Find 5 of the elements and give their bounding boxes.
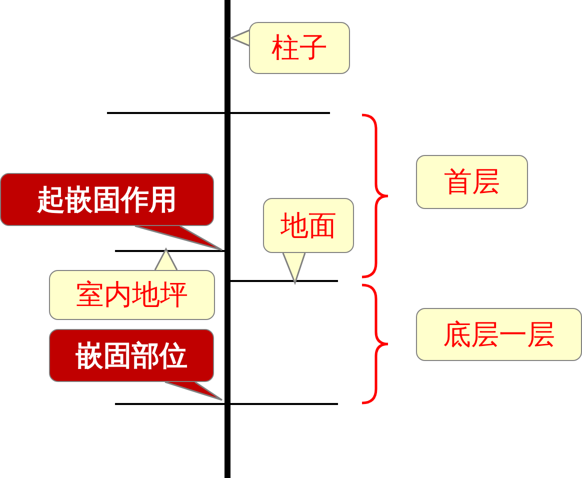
callout-box: 室内地坪 bbox=[49, 270, 215, 320]
callout-box: 柱子 bbox=[249, 22, 350, 74]
callout-box: 首层 bbox=[416, 155, 528, 209]
callout-box: 地面 bbox=[263, 198, 354, 253]
callout-box: 底层一层 bbox=[416, 308, 582, 361]
